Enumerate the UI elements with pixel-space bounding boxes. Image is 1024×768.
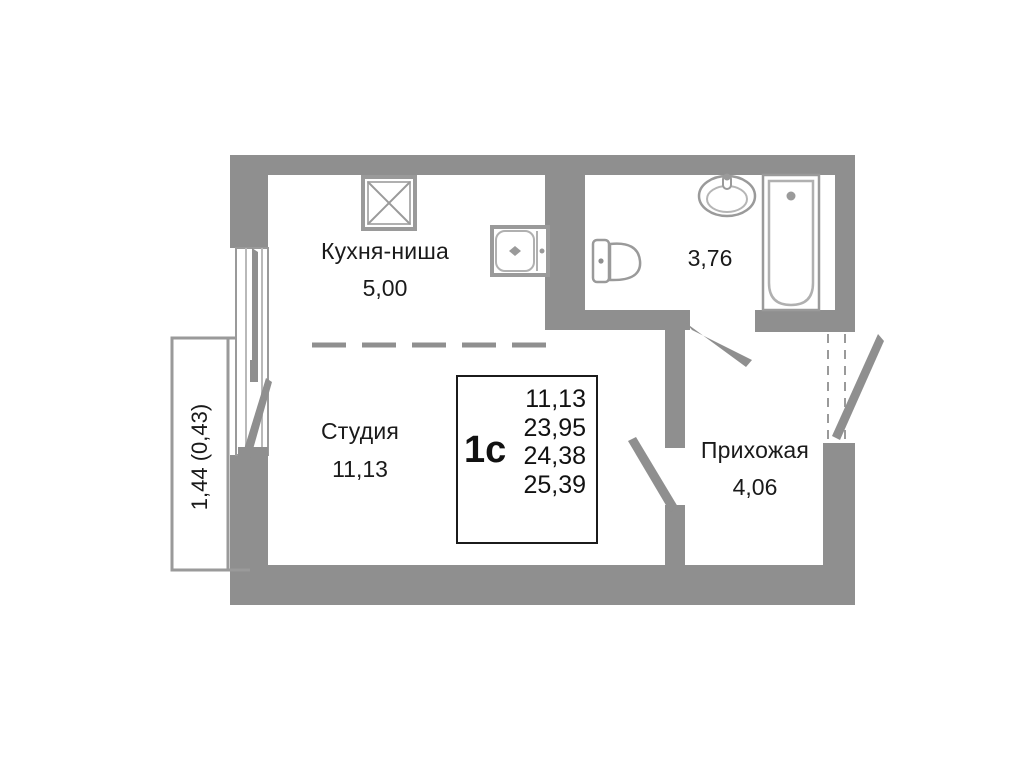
- bathroom-door-swing-icon: [686, 323, 752, 367]
- entrance-door-swing-icon: [827, 334, 884, 440]
- room-area-studio: 11,13: [332, 456, 388, 482]
- room-label-studio: Студия: [320, 418, 400, 444]
- apartment-summary-box: 1с 11,13 23,95 24,38 25,39: [456, 375, 598, 544]
- room-area-kitchen-niche: 5,00: [362, 275, 408, 301]
- kitchen-sink-icon: [490, 225, 550, 277]
- summary-value-total-area: 25,39: [523, 470, 586, 499]
- walls-group: [230, 155, 855, 605]
- room-label-hallway: Прихожая: [700, 437, 810, 463]
- room-area-bathroom: 3,76: [687, 245, 733, 271]
- studio-door-swing-icon: [628, 437, 678, 512]
- room-area-hallway: 4,06: [732, 474, 778, 500]
- toilet-icon: [591, 238, 642, 284]
- summary-value-living-area: 11,13: [525, 385, 586, 413]
- stove-icon: [361, 175, 417, 231]
- balcony-window-icon: [235, 247, 272, 460]
- room-label-kitchen-niche: Кухня-ниша: [320, 238, 449, 264]
- washbasin-icon: [697, 173, 757, 218]
- balcony-area-label: 1,44 (0,43): [187, 403, 212, 511]
- bathtub-icon: [761, 173, 821, 312]
- summary-value-area-without-balcony: 23,95: [523, 413, 586, 442]
- balcony-outline: [170, 336, 268, 572]
- unit-code-label: 1с: [464, 429, 507, 471]
- summary-value-area-with-coef: 24,38: [523, 442, 586, 470]
